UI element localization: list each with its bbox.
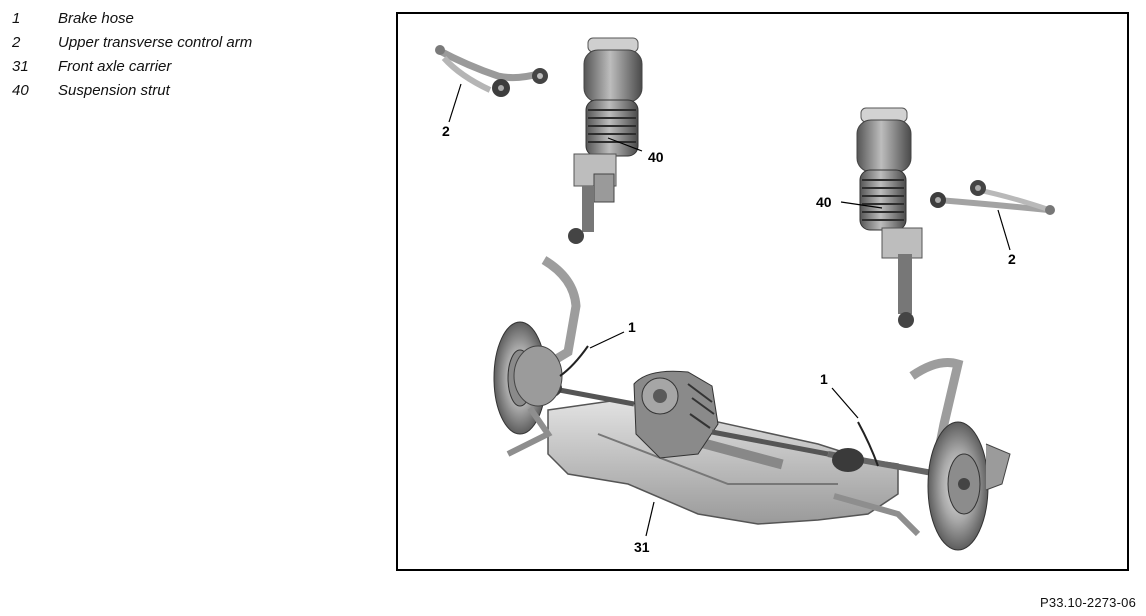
legend-label: Upper transverse control arm xyxy=(58,33,253,51)
legend-label: Suspension strut xyxy=(58,81,170,99)
leader-line xyxy=(840,201,883,209)
legend-row: 40 Suspension strut xyxy=(12,78,252,102)
legend-row: 1 Brake hose xyxy=(12,6,252,30)
legend-number: 1 xyxy=(12,9,21,27)
legend-label: Brake hose xyxy=(58,9,134,27)
callout-label: 1 xyxy=(628,319,636,335)
left-wheel-hub xyxy=(493,256,581,457)
figure-reference-code: P33.10-2273-06 xyxy=(1039,595,1136,610)
callout-label: 40 xyxy=(816,194,832,210)
callout-label: 1 xyxy=(820,371,828,387)
legend: 1 Brake hose 2 Upper transverse control … xyxy=(12,6,252,102)
upper-control-arm-right xyxy=(930,180,1055,215)
callout-label: 31 xyxy=(634,539,650,555)
brake-hoses xyxy=(559,345,879,467)
legend-row: 31 Front axle carrier xyxy=(12,54,252,78)
leader-line xyxy=(607,137,643,152)
diagram-frame: 2 40 40 2 1 1 31 xyxy=(396,12,1129,571)
leader-lines xyxy=(448,83,1011,537)
legend-row: 2 Upper transverse control arm xyxy=(12,30,252,54)
legend-label: Front axle carrier xyxy=(58,57,172,75)
leader-line xyxy=(448,83,462,123)
leader-line xyxy=(997,209,1011,251)
leader-line xyxy=(589,331,625,349)
suspension-strut-left xyxy=(568,37,643,244)
right-wheel-hub xyxy=(833,358,1011,551)
callout-label: 40 xyxy=(648,149,664,165)
upper-control-arm-left xyxy=(435,45,548,97)
front-differential xyxy=(633,370,719,459)
leader-line xyxy=(831,387,859,419)
callout-label: 2 xyxy=(1008,251,1016,267)
leader-line xyxy=(645,501,655,537)
front-axle-exploded-diagram: 2 40 40 2 1 1 31 xyxy=(435,37,1055,555)
suspension-strut-right xyxy=(856,107,923,328)
legend-number: 2 xyxy=(12,33,21,51)
legend-number: 40 xyxy=(12,81,29,99)
callout-label: 2 xyxy=(442,123,450,139)
legend-number: 31 xyxy=(12,57,29,75)
